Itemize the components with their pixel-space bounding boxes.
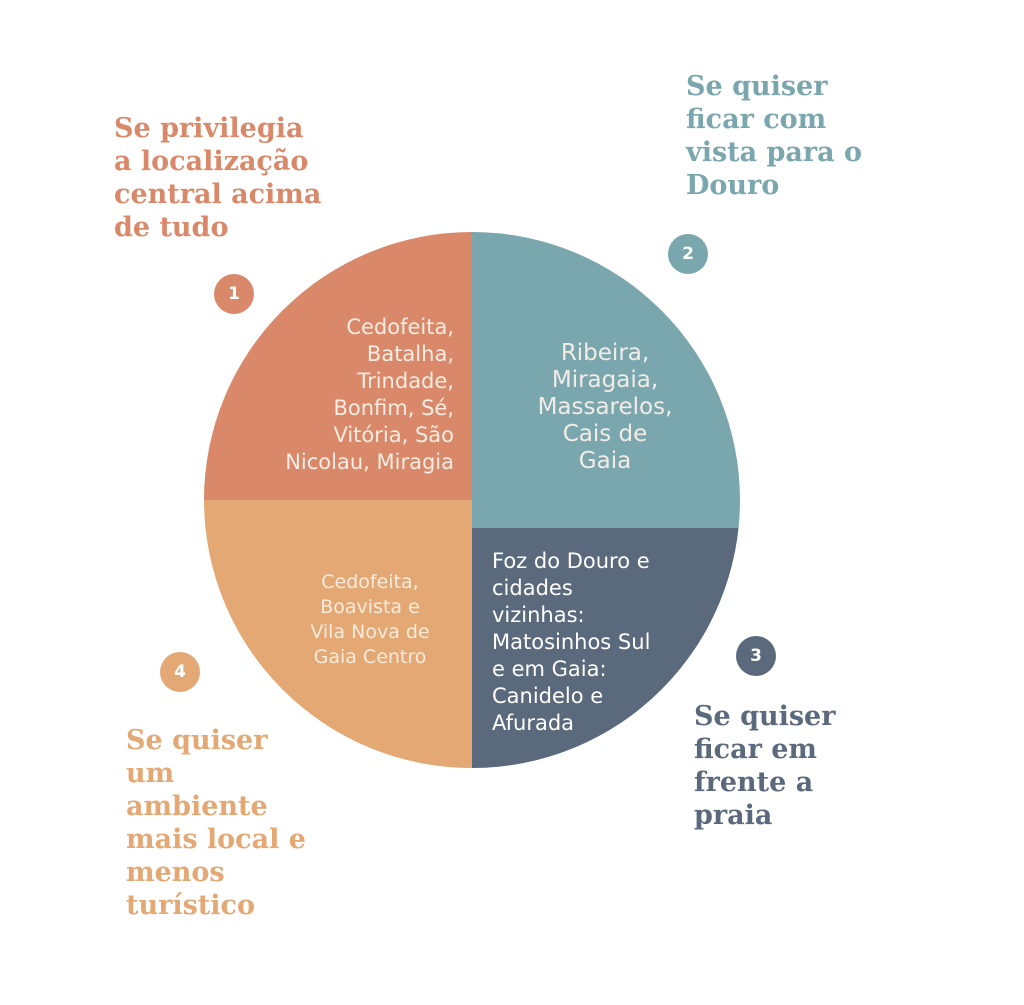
places-1: Cedofeita, Batalha, Trindade, Bonfim, Sé…: [285, 315, 454, 474]
badge-4: 4: [160, 652, 200, 692]
places-2: Ribeira, Miragaia, Massarelos, Cais de G…: [537, 340, 673, 474]
heading-4: Se quiser um ambiente mais local e menos…: [126, 725, 306, 921]
heading-3: Se quiser ficar em frente a praia: [694, 701, 836, 831]
heading-2: Se quiser ficar com vista para o Douro: [686, 71, 863, 201]
places-4: Cedofeita, Boavista e Vila Nova de Gaia …: [310, 571, 430, 668]
badge-3: 3: [736, 636, 776, 676]
places-3: Foz do Douro e cidades vizinhas: Matosin…: [492, 549, 651, 735]
heading-1: Se privilegia a localização central acim…: [114, 113, 322, 243]
badge-1: 1: [214, 274, 254, 314]
badge-2: 2: [668, 234, 708, 274]
